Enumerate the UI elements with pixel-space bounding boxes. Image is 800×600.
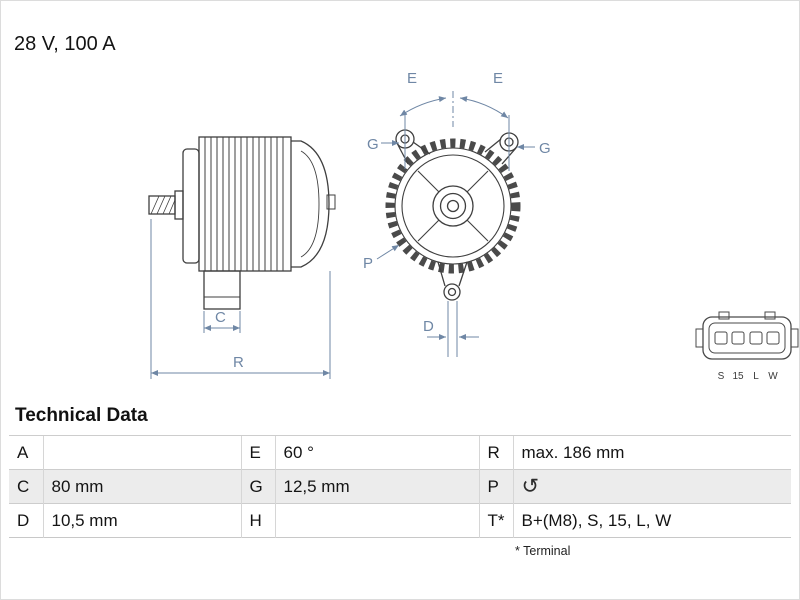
dimension-label-c: C	[215, 309, 226, 326]
param-key: T*	[478, 503, 513, 538]
connector-pin-label-15: 15	[732, 371, 744, 382]
param-key: R	[478, 435, 513, 470]
dimension-label-e-right: E	[493, 70, 503, 87]
param-value: max. 186 mm	[512, 435, 791, 470]
param-value	[42, 435, 241, 470]
param-value: B+(M8), S, 15, L, W	[512, 503, 791, 538]
front-view-dimensions	[376, 91, 535, 357]
dimension-label-g-left: G	[367, 136, 379, 153]
table-row: D 10,5 mm H T* B+(M8), S, 15, L, W	[9, 503, 791, 538]
param-value: 80 mm	[42, 469, 241, 504]
param-key: C	[9, 469, 43, 504]
technical-data-section: Technical Data A E 60 ° R max. 186 mm C	[9, 401, 791, 558]
param-key: P	[478, 469, 513, 504]
table-row: C 80 mm G 12,5 mm P ↺	[9, 469, 791, 504]
param-key: D	[9, 503, 43, 538]
dimension-label-d: D	[423, 318, 434, 335]
connector-pin-label-w: W	[768, 371, 778, 382]
param-key: A	[9, 435, 43, 470]
alternator-side-view	[148, 136, 336, 310]
rotation-ccw-icon: ↺	[521, 474, 540, 498]
rating-label: 28 V, 100 A	[14, 33, 116, 55]
param-value: 60 °	[274, 435, 479, 470]
dimension-label-p: P	[363, 255, 373, 272]
param-value: 12,5 mm	[274, 469, 479, 504]
connector-pin-label-s: S	[718, 371, 725, 382]
dimension-label-r: R	[233, 354, 244, 371]
technical-data-title: Technical Data	[15, 405, 148, 426]
param-value	[274, 503, 479, 538]
dimension-label-e-left: E	[407, 70, 417, 87]
param-key: E	[240, 435, 275, 470]
connector-diagram	[695, 311, 799, 360]
param-value: 10,5 mm	[42, 503, 241, 538]
connector-pin-label-l: L	[753, 371, 759, 382]
terminal-footnote: * Terminal	[515, 544, 571, 558]
table-row: A E 60 ° R max. 186 mm	[9, 435, 791, 470]
technical-drawing: C R	[148, 70, 799, 382]
alternator-front-view	[385, 129, 521, 301]
technical-data-table: A E 60 ° R max. 186 mm C 80 mm G 12,5 mm…	[9, 435, 791, 538]
side-view-dimensions	[150, 219, 331, 379]
param-key: H	[240, 503, 275, 538]
dimension-label-g-right: G	[539, 140, 551, 157]
param-value: ↺	[512, 469, 791, 504]
param-key: G	[240, 469, 275, 504]
